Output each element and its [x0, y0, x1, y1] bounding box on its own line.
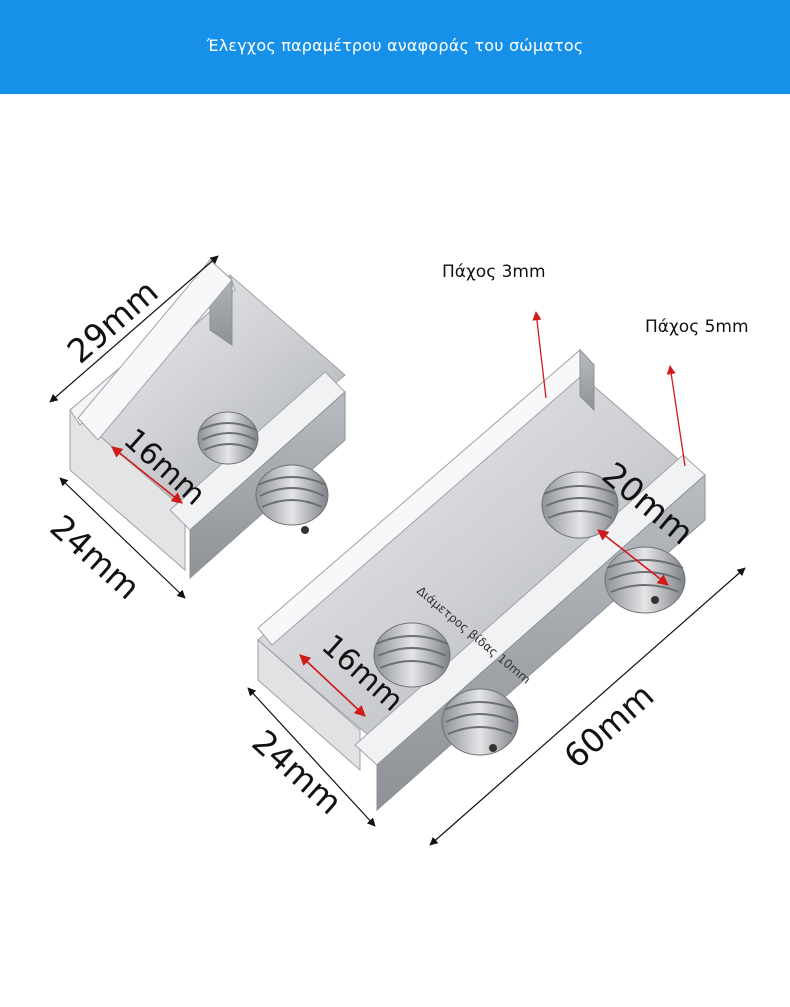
large-clamp-bolt-front-right — [604, 546, 686, 614]
thickness-right-label: Πάχος 5mm — [645, 317, 749, 337]
page-title: Έλεγχος παραμέτρου αναφοράς του σώματος — [206, 35, 584, 55]
thickness-left-label-box — [440, 258, 560, 284]
small-inner-width-arrow — [111, 446, 183, 504]
large-length-dimension-line — [429, 567, 746, 846]
small-length-dimension-line — [49, 255, 219, 403]
header-bar: Έλεγχος παραμέτρου αναφοράς του σώματος — [0, 0, 790, 94]
small-width-dimension-line — [59, 477, 186, 599]
large-width-dimension-line — [247, 687, 376, 827]
large-clamp-bolt-back-right — [541, 471, 619, 539]
thickness-right-arrow — [666, 365, 686, 467]
small-clamp-bolt-back — [197, 411, 259, 465]
large-length-label: 60mm — [556, 676, 661, 776]
large-clamp-bolt-front-left — [441, 688, 519, 756]
thickness-left-arrow — [532, 311, 547, 399]
small-clamp-bolt-front — [255, 464, 329, 534]
thickness-left-label: Πάχος 3mm — [442, 262, 546, 282]
